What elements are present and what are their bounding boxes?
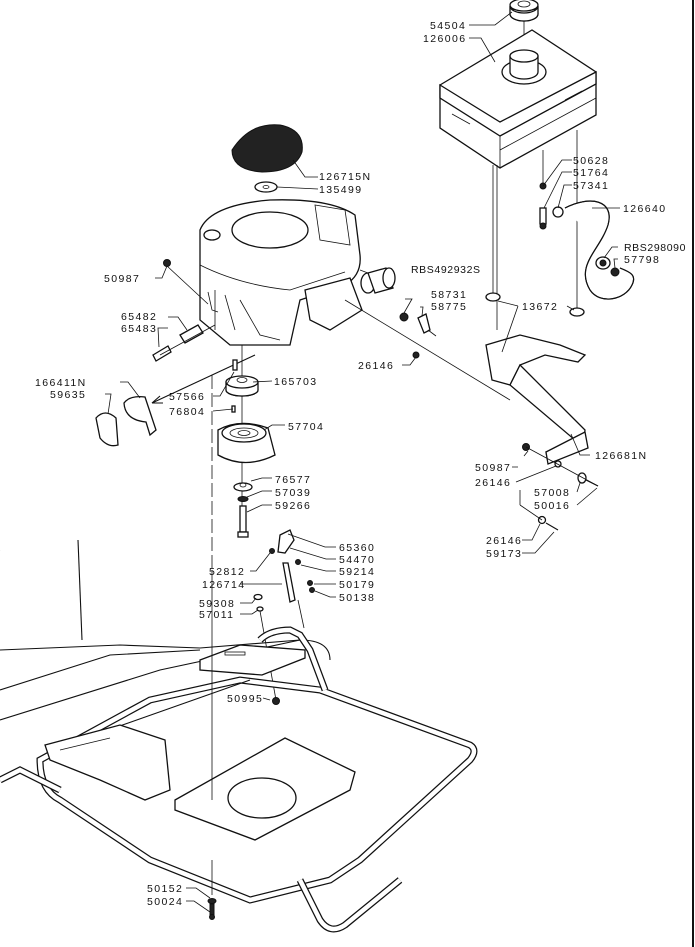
spark-plug-boot[interactable] xyxy=(417,313,437,337)
label-tank-fitting: 51764 xyxy=(573,167,609,179)
label-fuel-cap: 54504 xyxy=(430,20,466,32)
label-nut-50995: 50995 xyxy=(227,693,263,705)
label-muffler-guard: RBS492932S xyxy=(411,264,481,276)
label-hose-clamp: 57341 xyxy=(573,180,609,192)
label-bolt-clutch: 59266 xyxy=(275,500,311,512)
mower-frame[interactable] xyxy=(0,536,478,933)
electric-clutch[interactable] xyxy=(217,422,276,464)
label-screw-52812: 52812 xyxy=(209,566,245,578)
label-pulley: 165703 xyxy=(274,376,317,388)
label-screw-59214: 59214 xyxy=(339,566,375,578)
hose-clamp[interactable] xyxy=(552,206,564,218)
label-throttle-knob: 65360 xyxy=(339,542,375,554)
label-fuel-hose: 126640 xyxy=(623,203,666,215)
label-fitting-b: 65483 xyxy=(121,323,157,335)
spacer[interactable] xyxy=(233,482,253,492)
label-washer-top: 135499 xyxy=(319,184,362,196)
label-hose-clamp-2: 57798 xyxy=(624,254,660,266)
air-filter-screen[interactable] xyxy=(231,124,303,173)
label-screw-59308: 59308 xyxy=(199,598,235,610)
label-bolt-50024: 50024 xyxy=(147,896,183,908)
tank-fitting[interactable] xyxy=(539,207,547,230)
bolt-59173[interactable] xyxy=(545,522,559,531)
nut-26146-a[interactable] xyxy=(412,351,420,359)
hose-clamp-2[interactable] xyxy=(610,267,620,277)
label-spark-boot: 58775 xyxy=(431,301,467,313)
label-tank-nut: 50628 xyxy=(573,155,609,167)
label-grommet: 13672 xyxy=(522,301,558,313)
shield[interactable] xyxy=(123,395,157,437)
label-nut-26146-c: 26146 xyxy=(486,535,522,547)
image-border xyxy=(692,0,694,947)
label-shield: 166411N xyxy=(35,377,87,389)
spark-plug[interactable] xyxy=(399,312,409,322)
engine-deck-plate[interactable] xyxy=(174,737,356,841)
label-lock-washer: 57039 xyxy=(275,487,311,499)
clutch-bolt[interactable] xyxy=(237,505,249,538)
cover[interactable] xyxy=(95,412,119,447)
label-bracket-nut-b: 26146 xyxy=(475,477,511,489)
label-nut-50138: 50138 xyxy=(339,592,375,604)
screw-59214[interactable] xyxy=(295,559,301,565)
throttle-knob[interactable] xyxy=(277,529,295,554)
label-air-filter-screen: 126715N xyxy=(319,171,371,183)
label-fuel-filter: RBS298090 xyxy=(624,242,686,254)
control-lever[interactable] xyxy=(282,562,296,603)
label-fitting-a: 65482 xyxy=(121,311,157,323)
fuel-tank[interactable] xyxy=(439,29,597,169)
washer-top[interactable] xyxy=(254,181,278,193)
lock-washer[interactable] xyxy=(237,496,249,502)
label-fuel-tank: 126006 xyxy=(423,33,466,45)
label-key: 76804 xyxy=(169,406,205,418)
label-clutch: 57704 xyxy=(288,421,324,433)
label-control-bracket: 126714 xyxy=(202,579,245,591)
label-cover: 59635 xyxy=(50,389,86,401)
label-washer-50152: 50152 xyxy=(147,883,183,895)
label-nut-50179: 50179 xyxy=(339,579,375,591)
callout-labels: 54504 126006 126715N 135499 50628 51764 … xyxy=(35,20,686,908)
label-engine-nut: 50987 xyxy=(104,273,140,285)
label-spark-plug: 58731 xyxy=(431,289,467,301)
engine[interactable] xyxy=(199,199,363,346)
label-bracket-nut: 50987 xyxy=(475,462,511,474)
label-bolt-59173: 59173 xyxy=(486,548,522,560)
screw-52812[interactable] xyxy=(269,548,275,554)
label-key-pin: 57566 xyxy=(169,391,205,403)
label-tank-bracket: 126681N xyxy=(595,450,647,462)
label-lever: 54470 xyxy=(339,554,375,566)
washer-57008[interactable] xyxy=(577,472,587,484)
leader-lines xyxy=(105,11,620,913)
label-spacer: 76577 xyxy=(275,474,311,486)
fuel-cap[interactable] xyxy=(509,0,539,22)
muffler-guard[interactable] xyxy=(360,267,396,294)
nut-50995[interactable] xyxy=(272,697,280,705)
bolt-50024[interactable] xyxy=(209,903,215,920)
label-washer-57008: 57008 xyxy=(534,487,570,499)
label-nut-26146-a: 26146 xyxy=(358,360,394,372)
nut-50138[interactable] xyxy=(309,587,315,593)
fuel-filter[interactable] xyxy=(595,256,611,270)
nut-50179[interactable] xyxy=(307,580,313,586)
fitting-a[interactable] xyxy=(179,324,204,344)
washer-50152[interactable] xyxy=(207,898,217,904)
key-pin[interactable] xyxy=(232,359,238,371)
label-bolt-50016: 50016 xyxy=(534,500,570,512)
control-box[interactable] xyxy=(44,724,171,801)
engine-nut[interactable] xyxy=(163,259,171,267)
seat-bracket[interactable] xyxy=(199,644,306,676)
tank-bracket[interactable] xyxy=(485,334,589,465)
pulley[interactable] xyxy=(225,375,259,397)
label-washer-57011: 57011 xyxy=(199,609,234,621)
